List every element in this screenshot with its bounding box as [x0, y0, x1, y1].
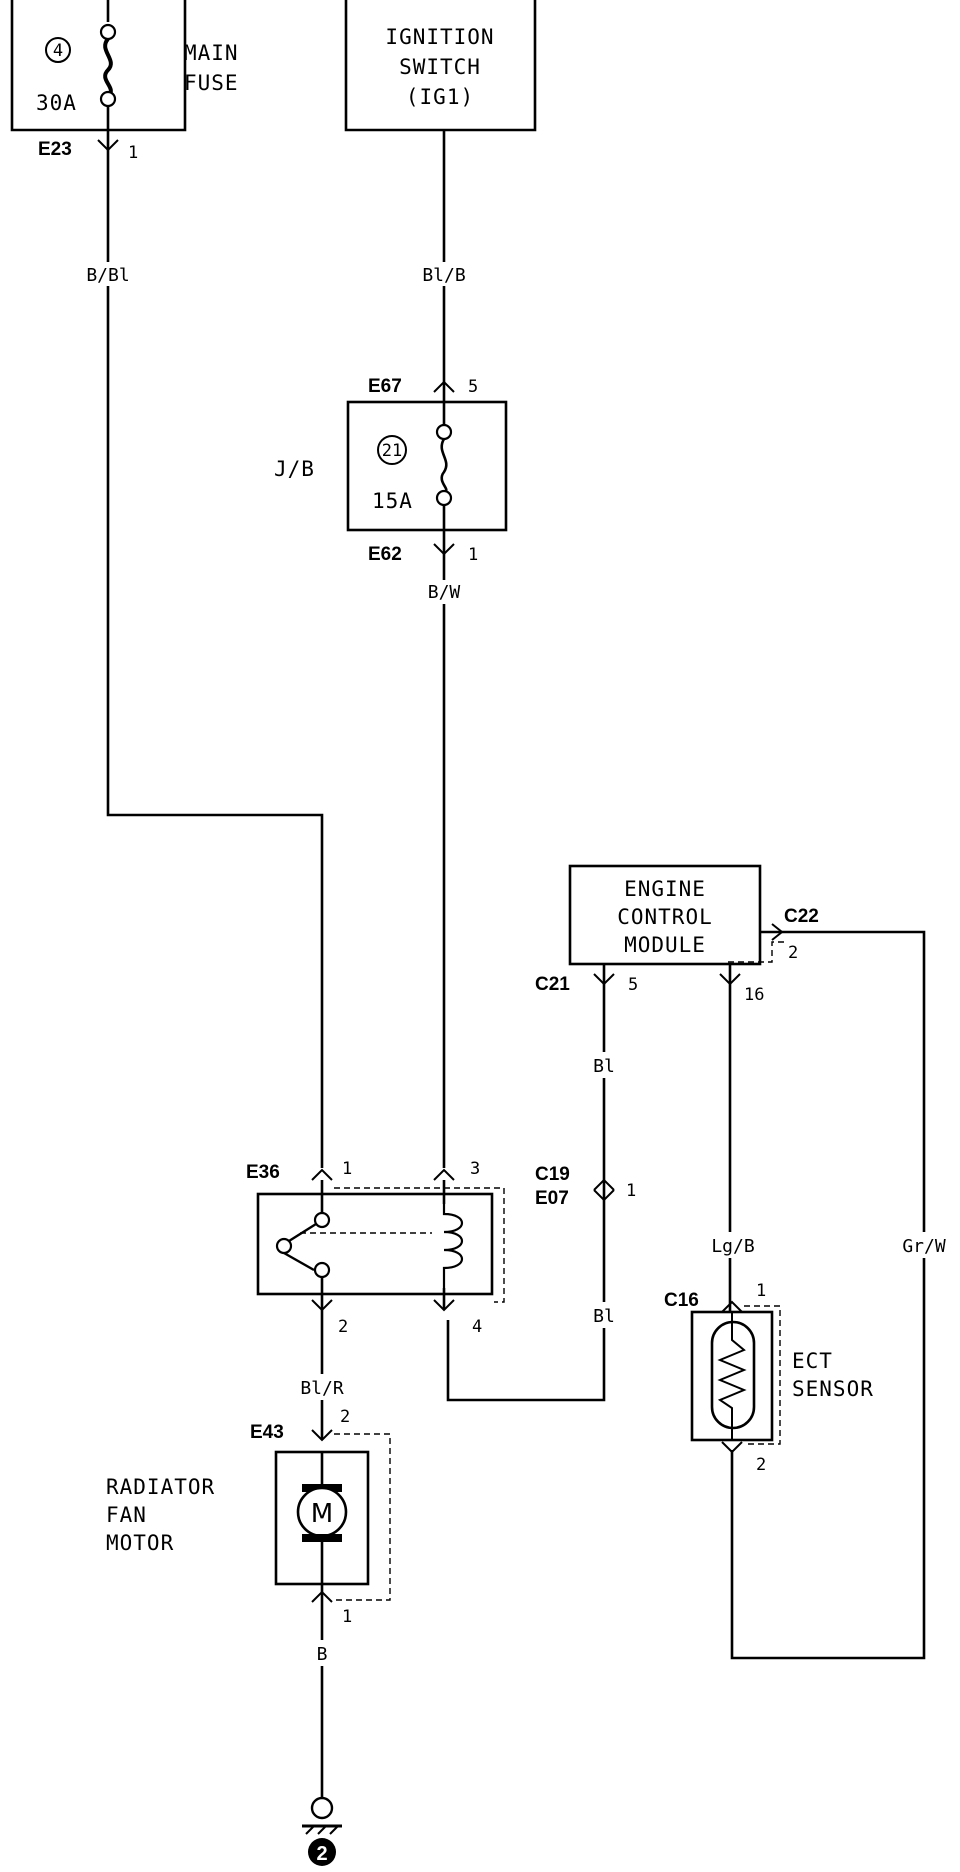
- main-fuse-number: 4: [53, 41, 63, 61]
- connector-icon: [311, 1429, 333, 1442]
- connector-icon: [593, 1189, 615, 1202]
- wire-label-lg-b: Lg/B: [711, 1236, 754, 1257]
- wire-label-bl-lower: Bl: [593, 1306, 615, 1327]
- connector-e62-label: E62: [368, 544, 402, 565]
- ect-pin-top: 1: [756, 1281, 766, 1301]
- connector-icon: [721, 1441, 743, 1454]
- connector-c16-label: C16: [664, 1290, 699, 1311]
- wire-label-bl-upper: Bl: [593, 1056, 615, 1077]
- wire-label-bl-b: Bl/B: [422, 265, 465, 286]
- wire-gr-w: [730, 930, 926, 1660]
- connector-c22-pin: 2: [788, 943, 798, 963]
- main-fuse-number-circle: [45, 37, 71, 63]
- connector-e67-label: E67: [368, 376, 402, 397]
- motor-symbol: M: [311, 1499, 333, 1529]
- ect-sensor-line2: SENSOR: [792, 1377, 874, 1401]
- fuse-terminal-top: [435, 423, 453, 441]
- connector-c19-e07: C19 E07 1: [535, 1164, 636, 1209]
- ecm-line3: MODULE: [624, 933, 706, 957]
- relay-pin2: 2: [338, 1317, 348, 1337]
- motor-brush-bottom: [302, 1534, 342, 1542]
- connector-icon: [433, 380, 455, 393]
- junction-box-rating: 15A: [372, 489, 413, 513]
- connector-c19-e07-pin: 1: [626, 1181, 636, 1201]
- ground-terminal: [310, 1796, 334, 1820]
- radiator-fan-motor: E43 2 RADIATOR FAN MOTOR M 1: [106, 1407, 391, 1627]
- ground-number: 2: [316, 1843, 327, 1865]
- connector-c21: C21 5: [535, 973, 638, 995]
- junction-box-number: 21: [382, 441, 402, 461]
- fuse-terminal-bottom: [435, 489, 453, 507]
- fan-motor-pin-top: 2: [340, 1407, 350, 1427]
- wire-label-bl-r: Bl/R: [300, 1378, 344, 1399]
- fan-motor-line2: FAN: [106, 1503, 147, 1527]
- relay-pin1: 1: [342, 1159, 352, 1179]
- fuse-terminal-top: [99, 23, 117, 41]
- connector-icon: [311, 1168, 333, 1181]
- ground-number-badge: [308, 1838, 336, 1866]
- ecm-pin16-label: 16: [744, 985, 764, 1005]
- ignition-switch: IGNITION SWITCH (IG1): [344, 0, 537, 132]
- relay-e36: E36 1 3 2 4: [246, 1159, 505, 1337]
- junction-box-number-circle: [377, 435, 407, 465]
- connector-ecm-pin16: 16: [719, 973, 764, 1005]
- wire-label-b-bl: B/Bl: [86, 265, 129, 286]
- ignition-switch-line2: SWITCH: [399, 55, 481, 79]
- wire-label-b: B: [317, 1644, 328, 1665]
- thermistor-element-icon: [717, 1312, 747, 1440]
- connector-c19-label: C19: [535, 1164, 570, 1185]
- connector-e67: E67 5: [368, 376, 478, 397]
- wire-bl: [446, 964, 606, 1402]
- fuse-element-icon: [440, 438, 448, 494]
- fan-motor-pin-bottom: 1: [342, 1607, 352, 1627]
- main-fuse-name-line1: MAIN: [184, 41, 239, 65]
- relay-contact-common: [275, 1237, 293, 1255]
- connector-icon: [593, 1178, 615, 1191]
- ect-pin-bottom: 2: [756, 1455, 766, 1475]
- ect-sensor: C16 1 ECT SENSOR 2: [664, 1281, 874, 1475]
- wire-label-gr-w: Gr/W: [902, 1236, 946, 1257]
- main-fuse: 4 30A MAIN FUSE: [10, 0, 239, 132]
- relay-contact-top: [313, 1211, 331, 1229]
- connector-icon: [721, 1300, 743, 1313]
- engine-control-module: ENGINE CONTROL MODULE: [568, 864, 762, 966]
- connector-e62-pin: 1: [468, 545, 478, 565]
- fuse-element-icon: [103, 37, 113, 98]
- ecm-line1: ENGINE: [624, 877, 706, 901]
- wire-b-bl: [106, 106, 324, 1168]
- connector-c21-pin: 5: [628, 975, 638, 995]
- main-fuse-rating: 30A: [36, 91, 77, 115]
- ect-sensor-line1: ECT: [792, 1349, 833, 1373]
- connector-c22-label: C22: [784, 906, 819, 927]
- connector-icon: [433, 1299, 455, 1312]
- fan-motor-line3: MOTOR: [106, 1531, 174, 1555]
- connector-e23-pin: 1: [128, 143, 138, 163]
- connector-e62: E62 1: [368, 543, 478, 565]
- relay-contact-bottom: [313, 1261, 331, 1279]
- junction-box: J/B 21 15A: [274, 400, 508, 532]
- connector-c22: C22 2: [728, 906, 819, 963]
- connector-e43-label: E43: [250, 1422, 284, 1443]
- ignition-switch-line3: (IG1): [406, 85, 474, 109]
- connector-e36-label: E36: [246, 1162, 280, 1183]
- relay-pin3: 3: [470, 1159, 480, 1179]
- wire-label-b-w: B/W: [428, 582, 461, 603]
- connector-e23-label: E23: [38, 139, 72, 160]
- ecm-line2: CONTROL: [617, 905, 713, 929]
- main-fuse-name-line2: FUSE: [184, 71, 239, 95]
- relay-pin4: 4: [472, 1317, 482, 1337]
- connector-c21-label: C21: [535, 974, 570, 995]
- connector-icon: [433, 1168, 455, 1181]
- connector-e23: E23 1: [38, 139, 138, 163]
- relay-coil-icon: [442, 1204, 463, 1288]
- connector-e07-label: E07: [535, 1188, 569, 1209]
- ignition-switch-line1: IGNITION: [385, 25, 494, 49]
- fuse-terminal-bottom: [99, 90, 117, 108]
- connector-e67-pin: 5: [468, 377, 478, 397]
- ground-point: 2: [302, 1796, 342, 1866]
- junction-box-name: J/B: [274, 457, 315, 481]
- fan-motor-line1: RADIATOR: [106, 1475, 215, 1499]
